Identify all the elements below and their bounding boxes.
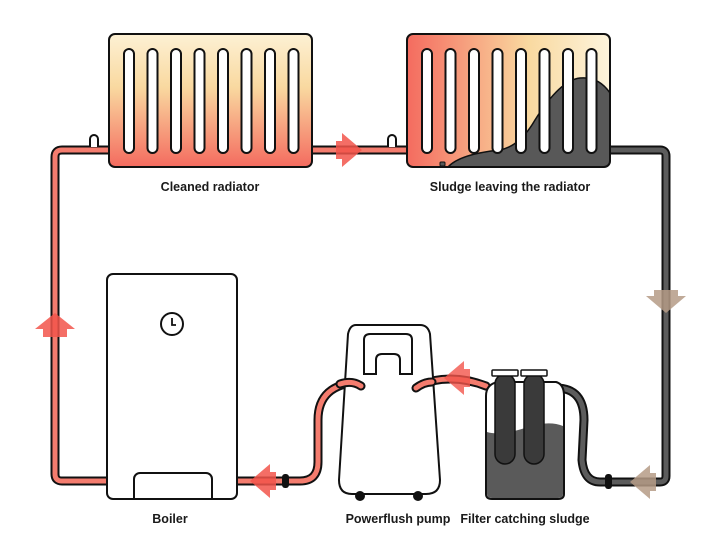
- arrow-left-up: [35, 313, 75, 337]
- cleaned-radiator-label: Cleaned radiator: [160, 180, 260, 194]
- radiator-fin: [146, 48, 159, 154]
- pump-wheel-right: [413, 491, 423, 501]
- radiator-fin: [240, 48, 253, 154]
- radiator-fin: [217, 48, 229, 154]
- radiator-fin: [444, 48, 457, 154]
- bleed-valve-left: [89, 134, 99, 147]
- bleed-valve-right: [387, 134, 397, 147]
- radiator-fin: [170, 48, 182, 154]
- pump-handle: [363, 333, 413, 375]
- arrow-right-down: [646, 290, 686, 313]
- cleaned-radiator: [108, 33, 313, 168]
- radiator-fins: [123, 48, 300, 154]
- radiator-fin: [468, 48, 480, 154]
- radiator-fin: [515, 48, 527, 154]
- radiator-fins: [421, 48, 598, 154]
- powerflush-pump-label: Powerflush pump: [345, 512, 451, 526]
- filter-tube-right: [523, 373, 545, 465]
- radiator-fin: [491, 48, 504, 154]
- radiator-fin: [264, 48, 276, 154]
- radiator-fin: [562, 48, 574, 154]
- radiator-fin: [193, 48, 206, 154]
- boiler: [106, 273, 238, 500]
- boiler-label: Boiler: [152, 512, 188, 526]
- radiator-fin: [585, 48, 598, 154]
- filter-cap-right: [520, 369, 548, 377]
- filter-label: Filter catching sludge: [460, 512, 590, 526]
- arrow-into-filter: [630, 465, 656, 499]
- filter: [485, 369, 565, 500]
- radiator-fin: [287, 48, 300, 154]
- filter-tube-left: [494, 373, 516, 465]
- pipe-boiler-to-radiator: [50, 145, 110, 486]
- radiator-fin: [421, 48, 433, 154]
- radiator-fin: [538, 48, 551, 154]
- flow-arrows: [35, 133, 686, 499]
- filter-cap-left: [491, 369, 519, 377]
- boiler-base-panel: [133, 472, 213, 498]
- sludge-radiator-label: Sludge leaving the radiator: [429, 180, 591, 194]
- powerflush-pump: [335, 324, 442, 501]
- pipe-coupling-right: [605, 474, 612, 489]
- pump-wheel-left: [355, 491, 365, 501]
- radiator-fin: [123, 48, 135, 154]
- pipe-coupling-left: [282, 474, 289, 488]
- arrow-between-radiators: [336, 133, 362, 167]
- sludge-radiator: [406, 33, 611, 168]
- arrow-into-boiler: [250, 464, 276, 498]
- arrow-filter-to-pump: [444, 361, 470, 395]
